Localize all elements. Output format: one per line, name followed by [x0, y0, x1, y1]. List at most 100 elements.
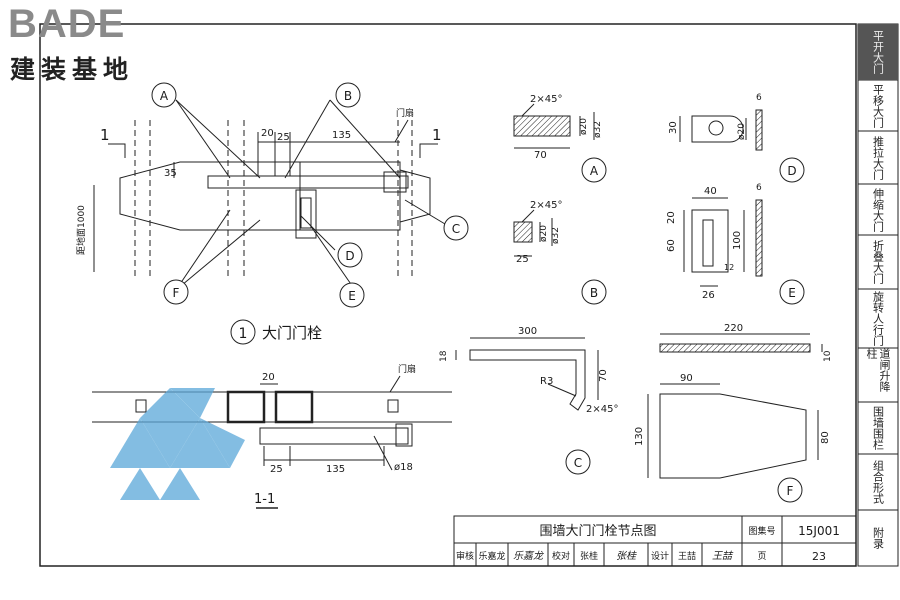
part-d-phi20: ø20 — [737, 123, 747, 140]
tab-label: 推拉大门 — [871, 135, 885, 180]
tab-xuanzhuan[interactable]: 旋转人行门 — [858, 289, 898, 348]
tab-label: 平开大门 — [871, 30, 885, 74]
design-label: 设计 — [651, 550, 669, 562]
tab-pingkai[interactable]: 平开大门 — [858, 24, 898, 80]
dim-20-top: 20 — [261, 128, 274, 139]
part-b-dim-25: 25 — [516, 254, 529, 265]
part-a-label: A — [590, 164, 599, 178]
part-c-dim-18: 18 — [439, 350, 449, 362]
detail-number: 1 — [239, 326, 248, 342]
part-e-drawing — [683, 197, 805, 305]
part-d-dim-30: 30 — [668, 121, 679, 134]
part-e-dim-6: 6 — [756, 183, 762, 193]
callout-c-circle — [443, 215, 469, 241]
callout-a-circle — [151, 82, 177, 108]
dim-135-section: 135 — [326, 464, 345, 475]
part-b-chamfer: 2×45° — [530, 200, 562, 211]
callout-c-label: C — [452, 222, 460, 236]
part-f-dim-220: 220 — [724, 323, 743, 334]
detail-1-callouts — [151, 82, 469, 345]
part-d-drawing — [679, 109, 805, 183]
callout-d-label: D — [345, 249, 354, 263]
review-label: 审核 — [456, 550, 474, 562]
part-f-dim-130: 130 — [634, 427, 645, 446]
part-f-dim-90: 90 — [680, 373, 693, 384]
part-b-label: B — [590, 286, 598, 300]
part-e-dim-26: 26 — [702, 290, 715, 301]
door-leaf-label: 门扇 — [396, 107, 414, 119]
dim-20-section: 20 — [262, 372, 275, 383]
callout-d-circle — [337, 242, 363, 268]
tab-zuhe[interactable]: 组合形式 — [858, 454, 898, 510]
tab-pingyi[interactable]: 平移大门 — [858, 80, 898, 131]
logo-text: BADE — [8, 2, 126, 46]
tab-label: 平移大门 — [871, 83, 885, 128]
sheet-frame — [39, 23, 857, 567]
part-a-chamfer: 2×45° — [530, 94, 562, 105]
atlas-number: 15J001 — [798, 524, 840, 538]
tab-label: 围墙围栏 — [871, 406, 885, 450]
proof-label: 校对 — [552, 550, 570, 562]
part-f-dim-10: 10 — [823, 350, 833, 362]
part-e-dim-20: 20 — [666, 211, 677, 224]
part-e-dim-100: 100 — [732, 231, 743, 250]
door-leaf-label-section: 门扇 — [398, 363, 416, 375]
tab-shensuo[interactable]: 伸缩大门 — [858, 184, 898, 235]
part-e-label: E — [788, 286, 796, 300]
part-c-dim-70: 70 — [598, 369, 609, 382]
title-block — [453, 515, 857, 567]
part-a-drawing — [513, 103, 607, 183]
part-f-dim-80: 80 — [820, 431, 831, 444]
part-a-phi32: ø32 — [593, 121, 603, 138]
tab-daozha[interactable]: 道闸升降柱 — [858, 348, 898, 402]
tab-label: 旋转人行门 — [871, 291, 885, 346]
part-a-phi20: ø20 — [579, 118, 589, 135]
dim-135-top: 135 — [332, 130, 351, 141]
callout-f-label: F — [173, 286, 180, 300]
part-b-phi32: ø32 — [551, 227, 561, 244]
part-d-label: D — [787, 164, 796, 178]
section-mark-left: 1 — [100, 126, 110, 144]
page-label: 页 — [757, 551, 766, 562]
part-c-chamfer: 2×45° — [586, 404, 618, 415]
ground-height-label: 距地面1000 — [75, 205, 87, 255]
drawing-title: 围墙大门门栓节点图 — [539, 524, 656, 539]
part-f-drawing — [647, 333, 823, 503]
callout-e-circle — [339, 282, 365, 308]
page-number: 23 — [812, 550, 826, 563]
atlas-label: 图集号 — [748, 525, 775, 537]
callout-f-circle — [163, 279, 189, 305]
tab-label: 附录 — [871, 527, 885, 549]
part-b-phi20: ø20 — [539, 225, 549, 242]
part-e-dim-12: 12 — [724, 263, 734, 272]
dim-25-section: 25 — [270, 464, 283, 475]
proofer-name: 张桂 — [580, 550, 598, 562]
part-e-dim-40: 40 — [704, 186, 717, 197]
tab-fulu[interactable]: 附录 — [858, 510, 898, 566]
callout-b-circle — [335, 82, 361, 108]
detail-1-plan — [93, 99, 446, 291]
tab-tuila[interactable]: 推拉大门 — [858, 131, 898, 184]
watermark-logo — [110, 388, 245, 500]
part-b-drawing — [513, 209, 607, 305]
part-d-dim-6: 6 — [756, 93, 762, 103]
section-title: 1-1 — [254, 492, 275, 507]
part-c-r3: R3 — [540, 376, 553, 387]
section-mark-right: 1 — [432, 126, 442, 144]
tab-zhedie[interactable]: 折叠大门 — [858, 235, 898, 289]
tab-weiqiang[interactable]: 围墙围栏 — [858, 402, 898, 454]
dim-35: 35 — [164, 168, 177, 179]
detail-1-title: 大门门栓 — [262, 324, 322, 342]
part-c-drawing — [455, 337, 599, 475]
dim-25-top: 25 — [277, 132, 290, 143]
dim-phi18: ø18 — [394, 462, 413, 473]
part-c-label: C — [574, 456, 582, 470]
detail-number-circle — [230, 319, 256, 345]
designer-name: 王喆 — [678, 550, 696, 562]
logo-chinese: 建装基地 — [10, 55, 135, 84]
tab-label: 道闸升降柱 — [865, 348, 891, 392]
reviewer-name: 乐嘉龙 — [478, 550, 505, 562]
part-f-label: F — [787, 484, 794, 498]
part-e-dim-60: 60 — [666, 239, 677, 252]
